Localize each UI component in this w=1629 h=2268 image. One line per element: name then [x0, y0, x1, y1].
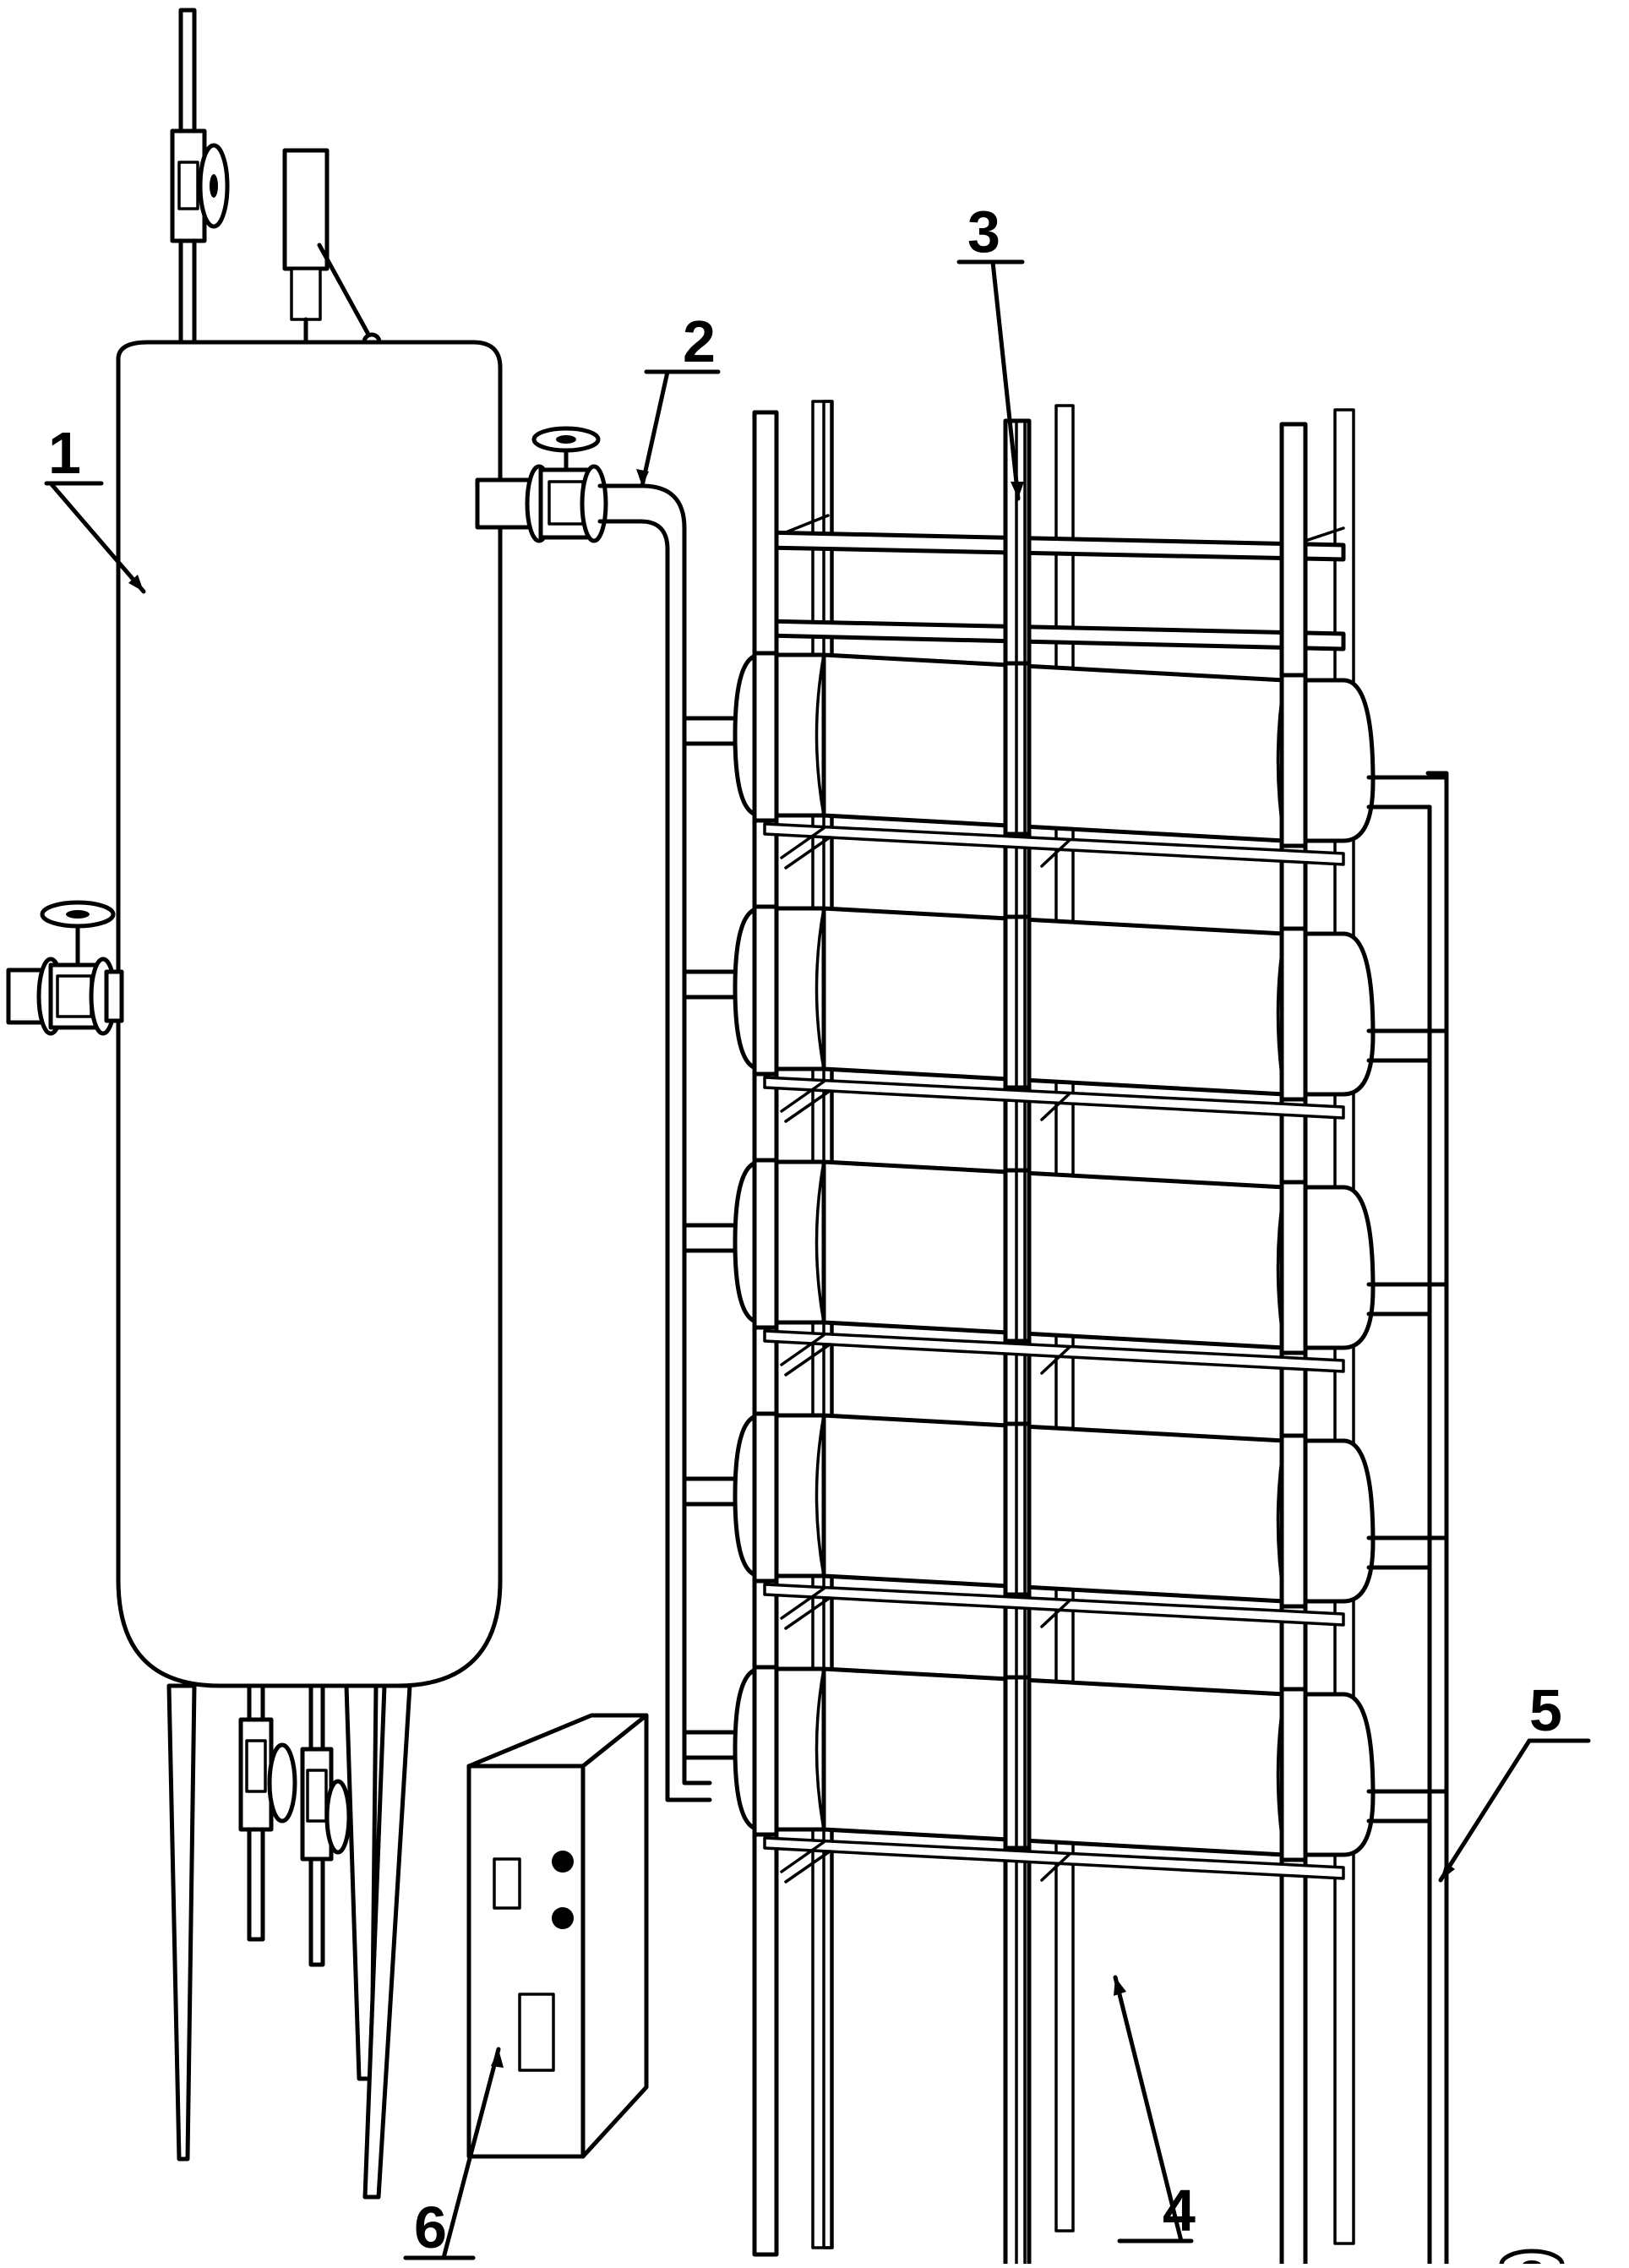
- inlet-manifold: [597, 483, 738, 1802]
- shelf-1: [763, 822, 1345, 870]
- control-cabinet: [466, 1713, 649, 2159]
- outlet-end-valve: [1499, 2249, 1565, 2268]
- outlet-riser-outer: [1425, 771, 1449, 2268]
- inlet-branch-4: [682, 1476, 738, 1507]
- shelf-3: [763, 1329, 1345, 1377]
- tank-bottom-valves: [238, 1683, 351, 1967]
- filter-cartridge-4: [733, 1411, 1376, 1609]
- storage-tank: [6, 8, 608, 2200]
- filter-cartridges: [733, 651, 1376, 1862]
- outlet-branch-2: [1366, 1028, 1449, 1063]
- callout-6-label: 6: [414, 2194, 447, 2260]
- callout-5-label: 5: [1529, 1677, 1562, 1743]
- shelf-2: [763, 1076, 1345, 1123]
- tank-top-instrument: [282, 148, 382, 352]
- inlet-branch-5: [682, 1730, 738, 1760]
- outlet-branch-4: [1366, 1535, 1449, 1570]
- control-button-bottom: [552, 1907, 574, 1929]
- filter-cartridge-5: [733, 1665, 1376, 1862]
- callout-4-label: 4: [1163, 2178, 1196, 2243]
- callouts: 1 2 3 4 5 6: [44, 199, 1591, 2260]
- outlet-riser-group: [1366, 771, 1449, 2268]
- shelf-5: [763, 1836, 1345, 1884]
- tank-legs: [166, 1683, 412, 2200]
- inlet-branch-2: [682, 969, 738, 1000]
- control-panel-display: [493, 1857, 521, 1910]
- frame-top-crossbar: [762, 530, 1346, 562]
- tank-body: [116, 340, 503, 1688]
- shelf-4: [763, 1583, 1345, 1630]
- filter-cartridge-3: [733, 1158, 1376, 1355]
- callout-2-label: 2: [683, 308, 716, 374]
- outlet-branch-1: [1366, 775, 1449, 810]
- outlet-riser-inner: [1425, 804, 1432, 2268]
- callout-3-label: 3: [967, 199, 1000, 264]
- tank-top-vent-pipe: [170, 8, 230, 346]
- outlet-branch-5: [1366, 1789, 1449, 1824]
- filter-cartridge-1: [733, 651, 1376, 848]
- filter-cartridge-2: [733, 904, 1376, 1102]
- callout-1-label: 1: [48, 420, 81, 486]
- inlet-branch-3: [682, 1223, 738, 1253]
- control-panel-window: [518, 1993, 555, 2072]
- outlet-branch-3: [1366, 1282, 1449, 1317]
- inlet-branch-1: [682, 716, 738, 746]
- control-button-top: [552, 1851, 574, 1873]
- tank-side-valve: [6, 900, 124, 1036]
